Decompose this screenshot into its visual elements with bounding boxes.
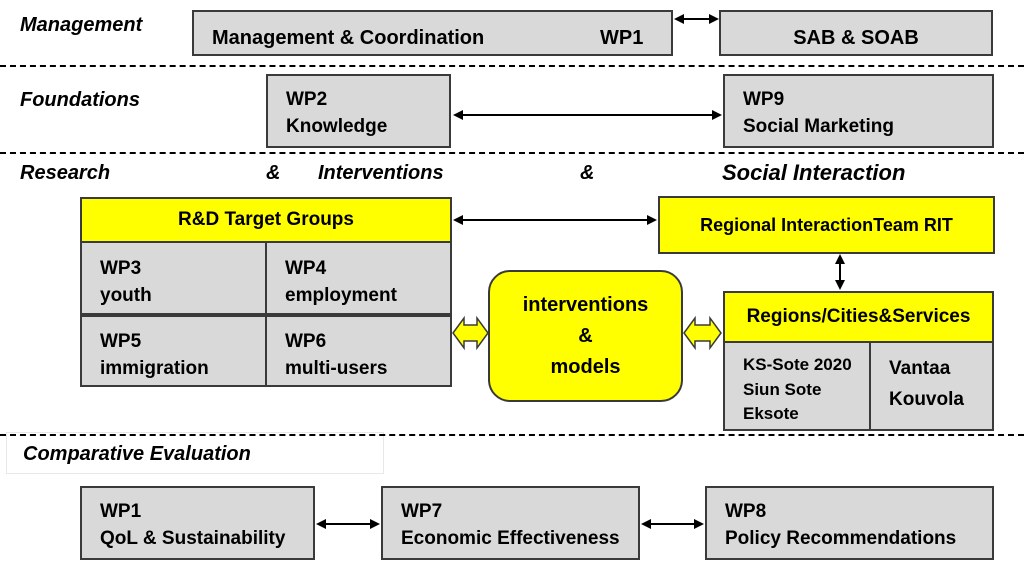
wp2-id: WP2: [286, 89, 328, 110]
regions-left-box: KS-Sote 2020 Siun Sote Eksote: [723, 341, 871, 431]
section-interventions: Interventions: [318, 162, 444, 184]
regions-header: Regions/Cities&Services: [723, 291, 994, 343]
wp7-economic-box: WP7 Economic Effectiveness: [381, 486, 640, 560]
interventions-line-3: models: [550, 355, 621, 378]
management-coordination-wp: WP1: [600, 27, 644, 49]
rit-box: Regional InteractionTeam RIT: [658, 196, 995, 254]
block-arrow-target-interventions: [452, 315, 489, 351]
separator-2: [0, 152, 1024, 154]
region-item: Kouvola: [889, 389, 964, 410]
regions-right-box: Vantaa Kouvola: [869, 341, 994, 431]
interventions-line-2: &: [578, 324, 593, 347]
region-item: Eksote: [743, 404, 799, 423]
wp7-id: WP7: [401, 501, 443, 522]
rd-target-groups-title: R&D Target Groups: [178, 209, 354, 230]
section-ampersand-2: &: [580, 162, 595, 184]
wp4-id: WP4: [285, 258, 327, 279]
wp8-name: Policy Recommendations: [725, 528, 957, 549]
wp6-id: WP6: [285, 331, 327, 352]
separator-1: [0, 65, 1024, 67]
management-coordination-box: Management & Coordination WP1: [192, 10, 673, 56]
section-comparative-evaluation: Comparative Evaluation: [6, 432, 384, 474]
region-item: Siun Sote: [743, 380, 822, 399]
sab-soab-box: SAB & SOAB: [719, 10, 993, 56]
wp3-id: WP3: [100, 258, 142, 279]
rit-label: Regional InteractionTeam RIT: [700, 214, 953, 235]
wp2-name: Knowledge: [286, 116, 388, 137]
section-research: Research: [20, 162, 111, 184]
wp9-social-marketing-box: WP9 Social Marketing: [723, 74, 994, 148]
wp6-multi-users-box: WP6 multi-users: [265, 315, 452, 387]
management-coordination-label: Management & Coordination: [212, 27, 485, 49]
rd-target-groups-header: R&D Target Groups: [80, 197, 452, 243]
region-item: KS-Sote 2020: [743, 355, 852, 374]
wp9-name: Social Marketing: [743, 116, 894, 137]
wp6-name: multi-users: [285, 358, 388, 379]
interventions-line-1: interventions: [522, 293, 649, 316]
region-item: Vantaa: [889, 358, 951, 379]
wp3-name: youth: [100, 285, 152, 306]
section-social-interaction: Social Interaction: [722, 160, 906, 185]
eval-wp1-id: WP1: [100, 501, 142, 522]
wp5-id: WP5: [100, 331, 142, 352]
wp7-name: Economic Effectiveness: [401, 528, 620, 549]
wp5-immigration-box: WP5 immigration: [80, 315, 267, 387]
wp2-knowledge-box: WP2 Knowledge: [266, 74, 451, 148]
block-arrow-interventions-regions: [683, 315, 722, 351]
wp4-employment-box: WP4 employment: [265, 241, 452, 315]
interventions-models-box: interventions & models: [488, 270, 683, 402]
wp8-policy-box: WP8 Policy Recommendations: [705, 486, 994, 560]
section-foundations: Foundations: [20, 89, 140, 111]
separator-3: [0, 434, 1024, 436]
wp4-name: employment: [285, 285, 397, 306]
section-management: Management: [20, 14, 143, 36]
eval-wp1-name: QoL & Sustainability: [100, 528, 286, 549]
wp8-id: WP8: [725, 501, 767, 522]
sab-soab-label: SAB & SOAB: [793, 27, 919, 49]
regions-title: Regions/Cities&Services: [746, 306, 971, 327]
wp1-qol-box: WP1 QoL & Sustainability: [80, 486, 315, 560]
wp5-name: immigration: [100, 358, 209, 379]
wp9-id: WP9: [743, 89, 785, 110]
wp3-youth-box: WP3 youth: [80, 241, 267, 315]
section-ampersand-1: &: [266, 162, 281, 184]
